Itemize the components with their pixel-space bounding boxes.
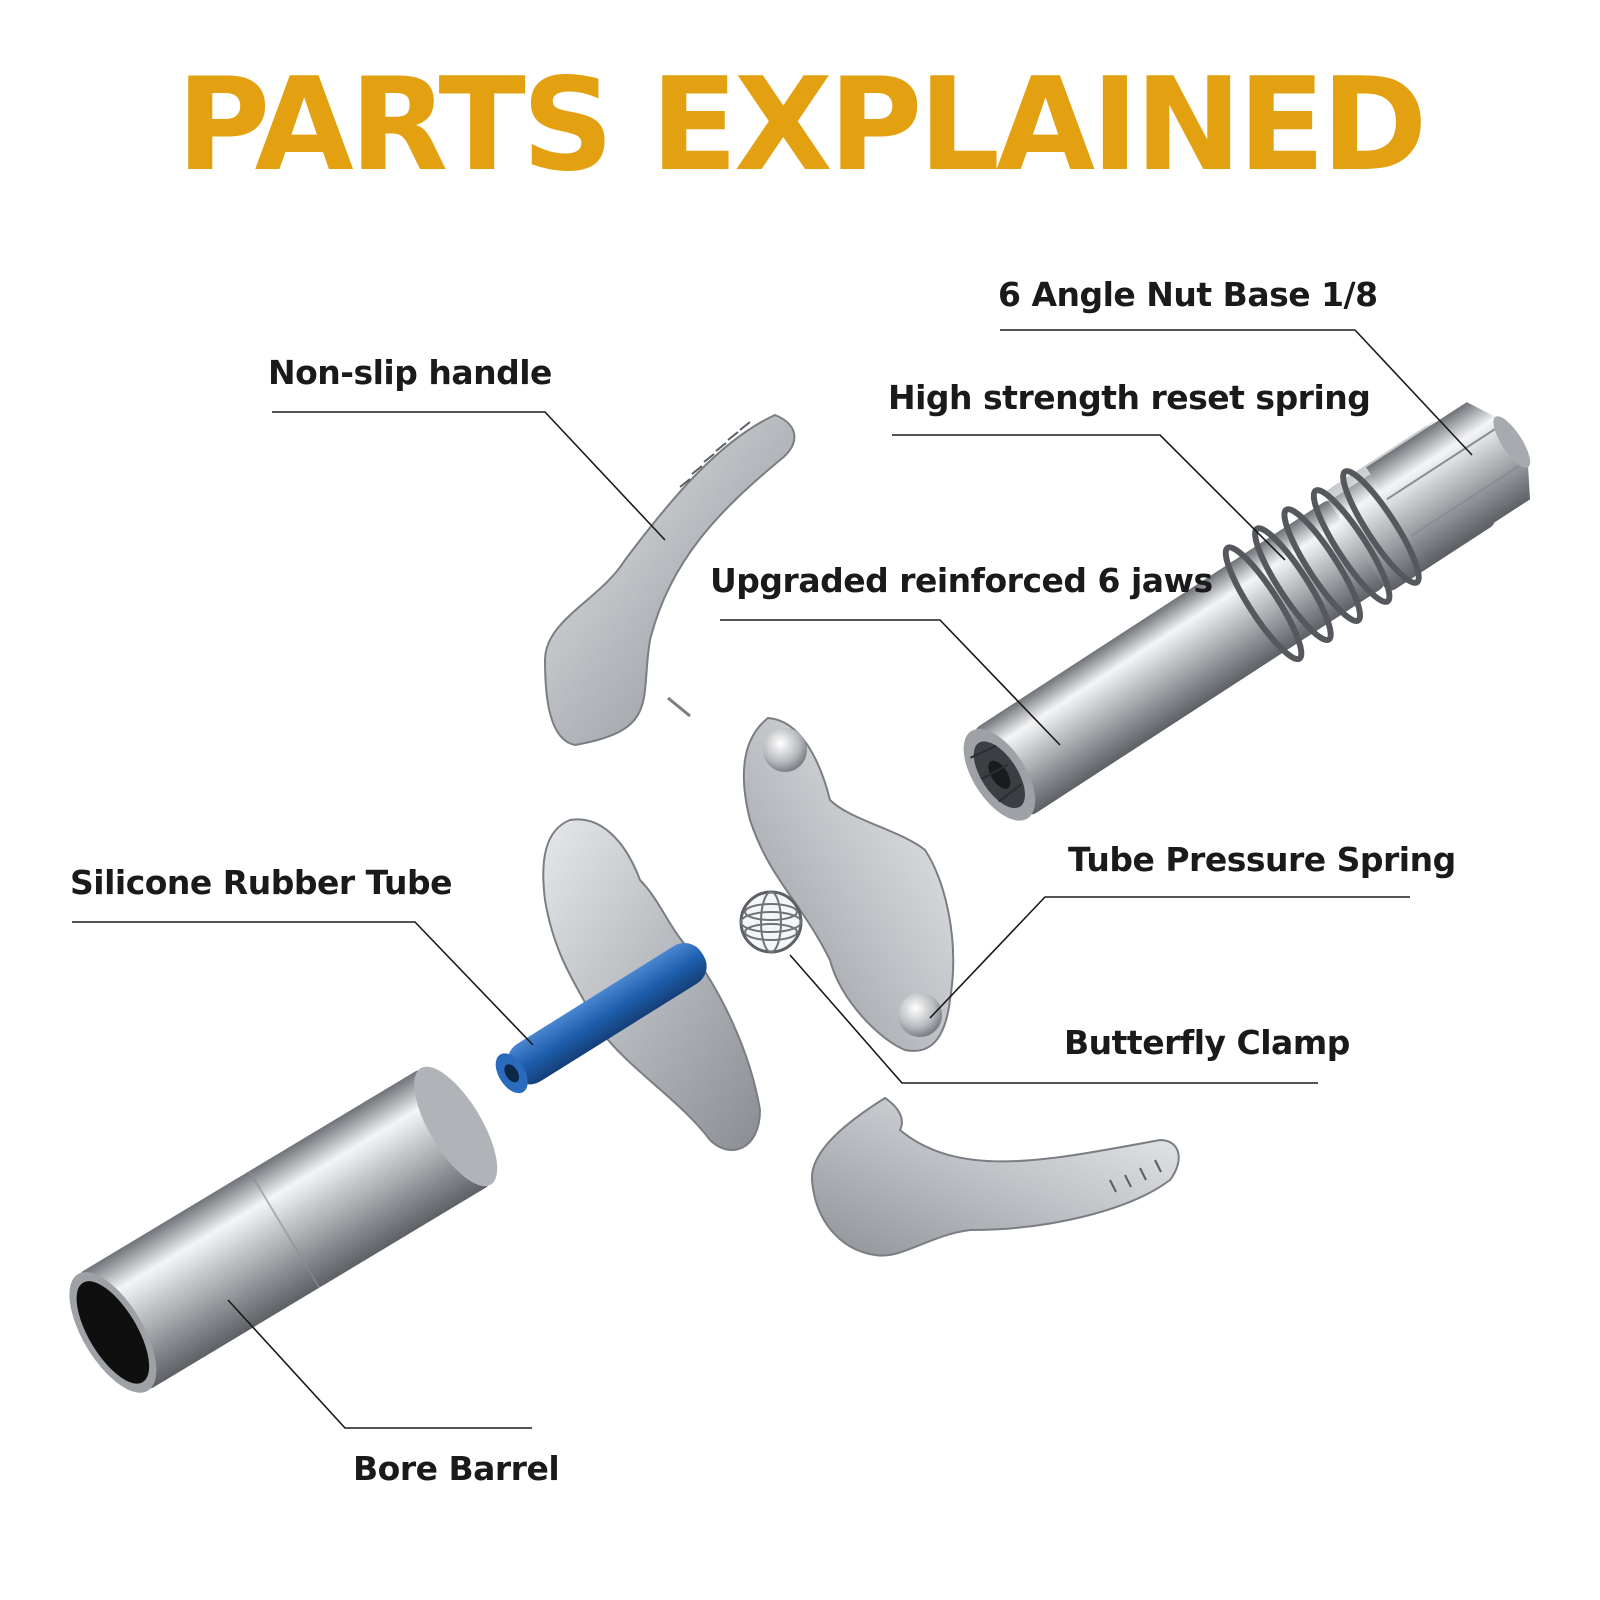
label-jaws: Upgraded reinforced 6 jaws xyxy=(710,561,1213,600)
leader-jaws xyxy=(720,619,1061,746)
leader-nut-base xyxy=(1000,329,1473,456)
leader-silicone-tube xyxy=(72,921,534,1046)
label-silicone-tube: Silicone Rubber Tube xyxy=(70,863,452,902)
pressure-spring-ball xyxy=(739,890,803,954)
label-butterfly-clamp: Butterfly Clamp xyxy=(1064,1023,1350,1062)
upper-jaw-handle xyxy=(543,413,796,747)
reset-spring xyxy=(1222,468,1422,663)
label-nut-base: 6 Angle Nut Base 1/8 xyxy=(998,275,1378,314)
label-reset-spring: High strength reset spring xyxy=(888,378,1371,417)
leader-handle xyxy=(272,411,666,541)
jaw-slots xyxy=(970,744,1022,803)
leader-pressure-spring xyxy=(929,896,1410,1019)
leader-lines xyxy=(72,329,1473,1429)
lower-jaw-handle xyxy=(810,1096,1180,1257)
label-pressure-spring: Tube Pressure Spring xyxy=(1068,840,1456,879)
leader-butterfly-clamp xyxy=(789,954,1318,1084)
page-title: PARTS EXPLAINED xyxy=(176,51,1428,200)
leader-reset-spring xyxy=(892,434,1286,561)
hex-nut-base xyxy=(1366,402,1531,565)
bore-barrel xyxy=(69,1066,498,1393)
silicone-rubber-tube xyxy=(495,942,707,1094)
label-handle: Non-slip handle xyxy=(268,353,552,392)
label-bore-barrel: Bore Barrel xyxy=(353,1449,560,1488)
leader-bore-barrel xyxy=(227,1299,532,1429)
main-body-tube xyxy=(963,402,1531,821)
butterfly-clamp xyxy=(742,716,955,1052)
